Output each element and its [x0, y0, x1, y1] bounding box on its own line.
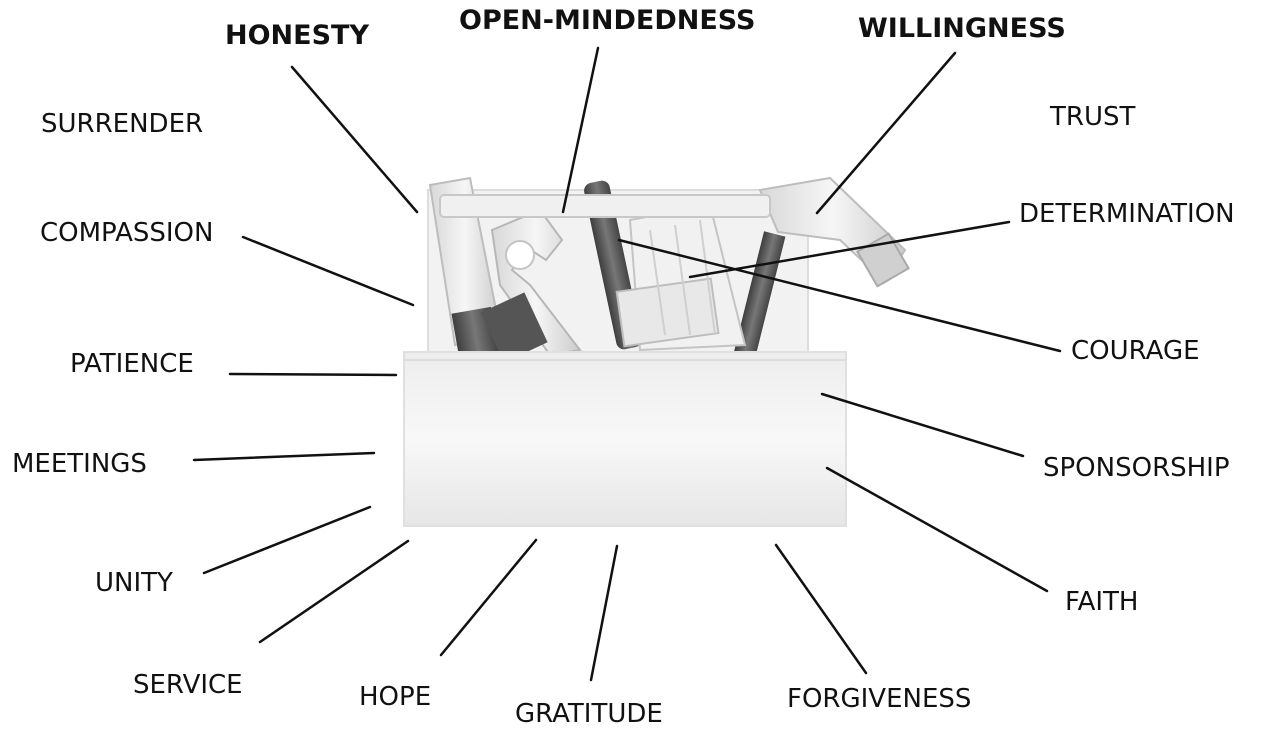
label-service: SERVICE	[133, 670, 243, 700]
hammer-icon	[732, 176, 910, 363]
connector-lines	[192, 46, 1062, 682]
connector-willingness	[815, 51, 957, 215]
toolbox-illustration	[403, 176, 910, 527]
connector-honesty	[290, 65, 419, 214]
connector-hope	[439, 538, 538, 657]
label-gratitude: GRATITUDE	[515, 699, 663, 729]
connector-open-mindedness	[561, 46, 600, 214]
label-unity: UNITY	[95, 568, 173, 598]
label-open-mindedness: OPEN-MINDEDNESS	[459, 5, 756, 36]
label-hope: HOPE	[359, 682, 432, 712]
connector-gratitude	[589, 544, 619, 682]
connector-forgiveness	[774, 543, 868, 675]
connector-determination	[688, 220, 1011, 279]
label-faith: FAITH	[1065, 587, 1139, 617]
label-patience: PATIENCE	[70, 349, 194, 379]
connector-faith	[825, 466, 1049, 593]
connector-meetings	[192, 451, 376, 462]
label-compassion: COMPASSION	[40, 218, 214, 248]
connector-sponsorship	[820, 392, 1025, 458]
connector-compassion	[241, 235, 415, 307]
toolbox-handle	[439, 194, 771, 218]
label-honesty: HONESTY	[225, 20, 370, 51]
label-determination: DETERMINATION	[1019, 199, 1235, 229]
connector-courage	[617, 238, 1062, 353]
label-courage: COURAGE	[1071, 336, 1200, 366]
connector-service	[258, 539, 410, 644]
label-meetings: MEETINGS	[12, 449, 147, 479]
connector-patience	[228, 372, 398, 377]
label-sponsorship: SPONSORSHIP	[1043, 453, 1230, 483]
label-willingness: WILLINGNESS	[858, 13, 1066, 44]
pliers-icon	[428, 176, 548, 363]
label-trust: TRUST	[1050, 102, 1136, 132]
connector-unity	[202, 505, 372, 575]
label-forgiveness: FORGIVENESS	[787, 684, 972, 714]
label-surrender: SURRENDER	[41, 109, 204, 139]
paintbrush-icon	[584, 180, 747, 352]
toolbox-front	[403, 351, 847, 527]
